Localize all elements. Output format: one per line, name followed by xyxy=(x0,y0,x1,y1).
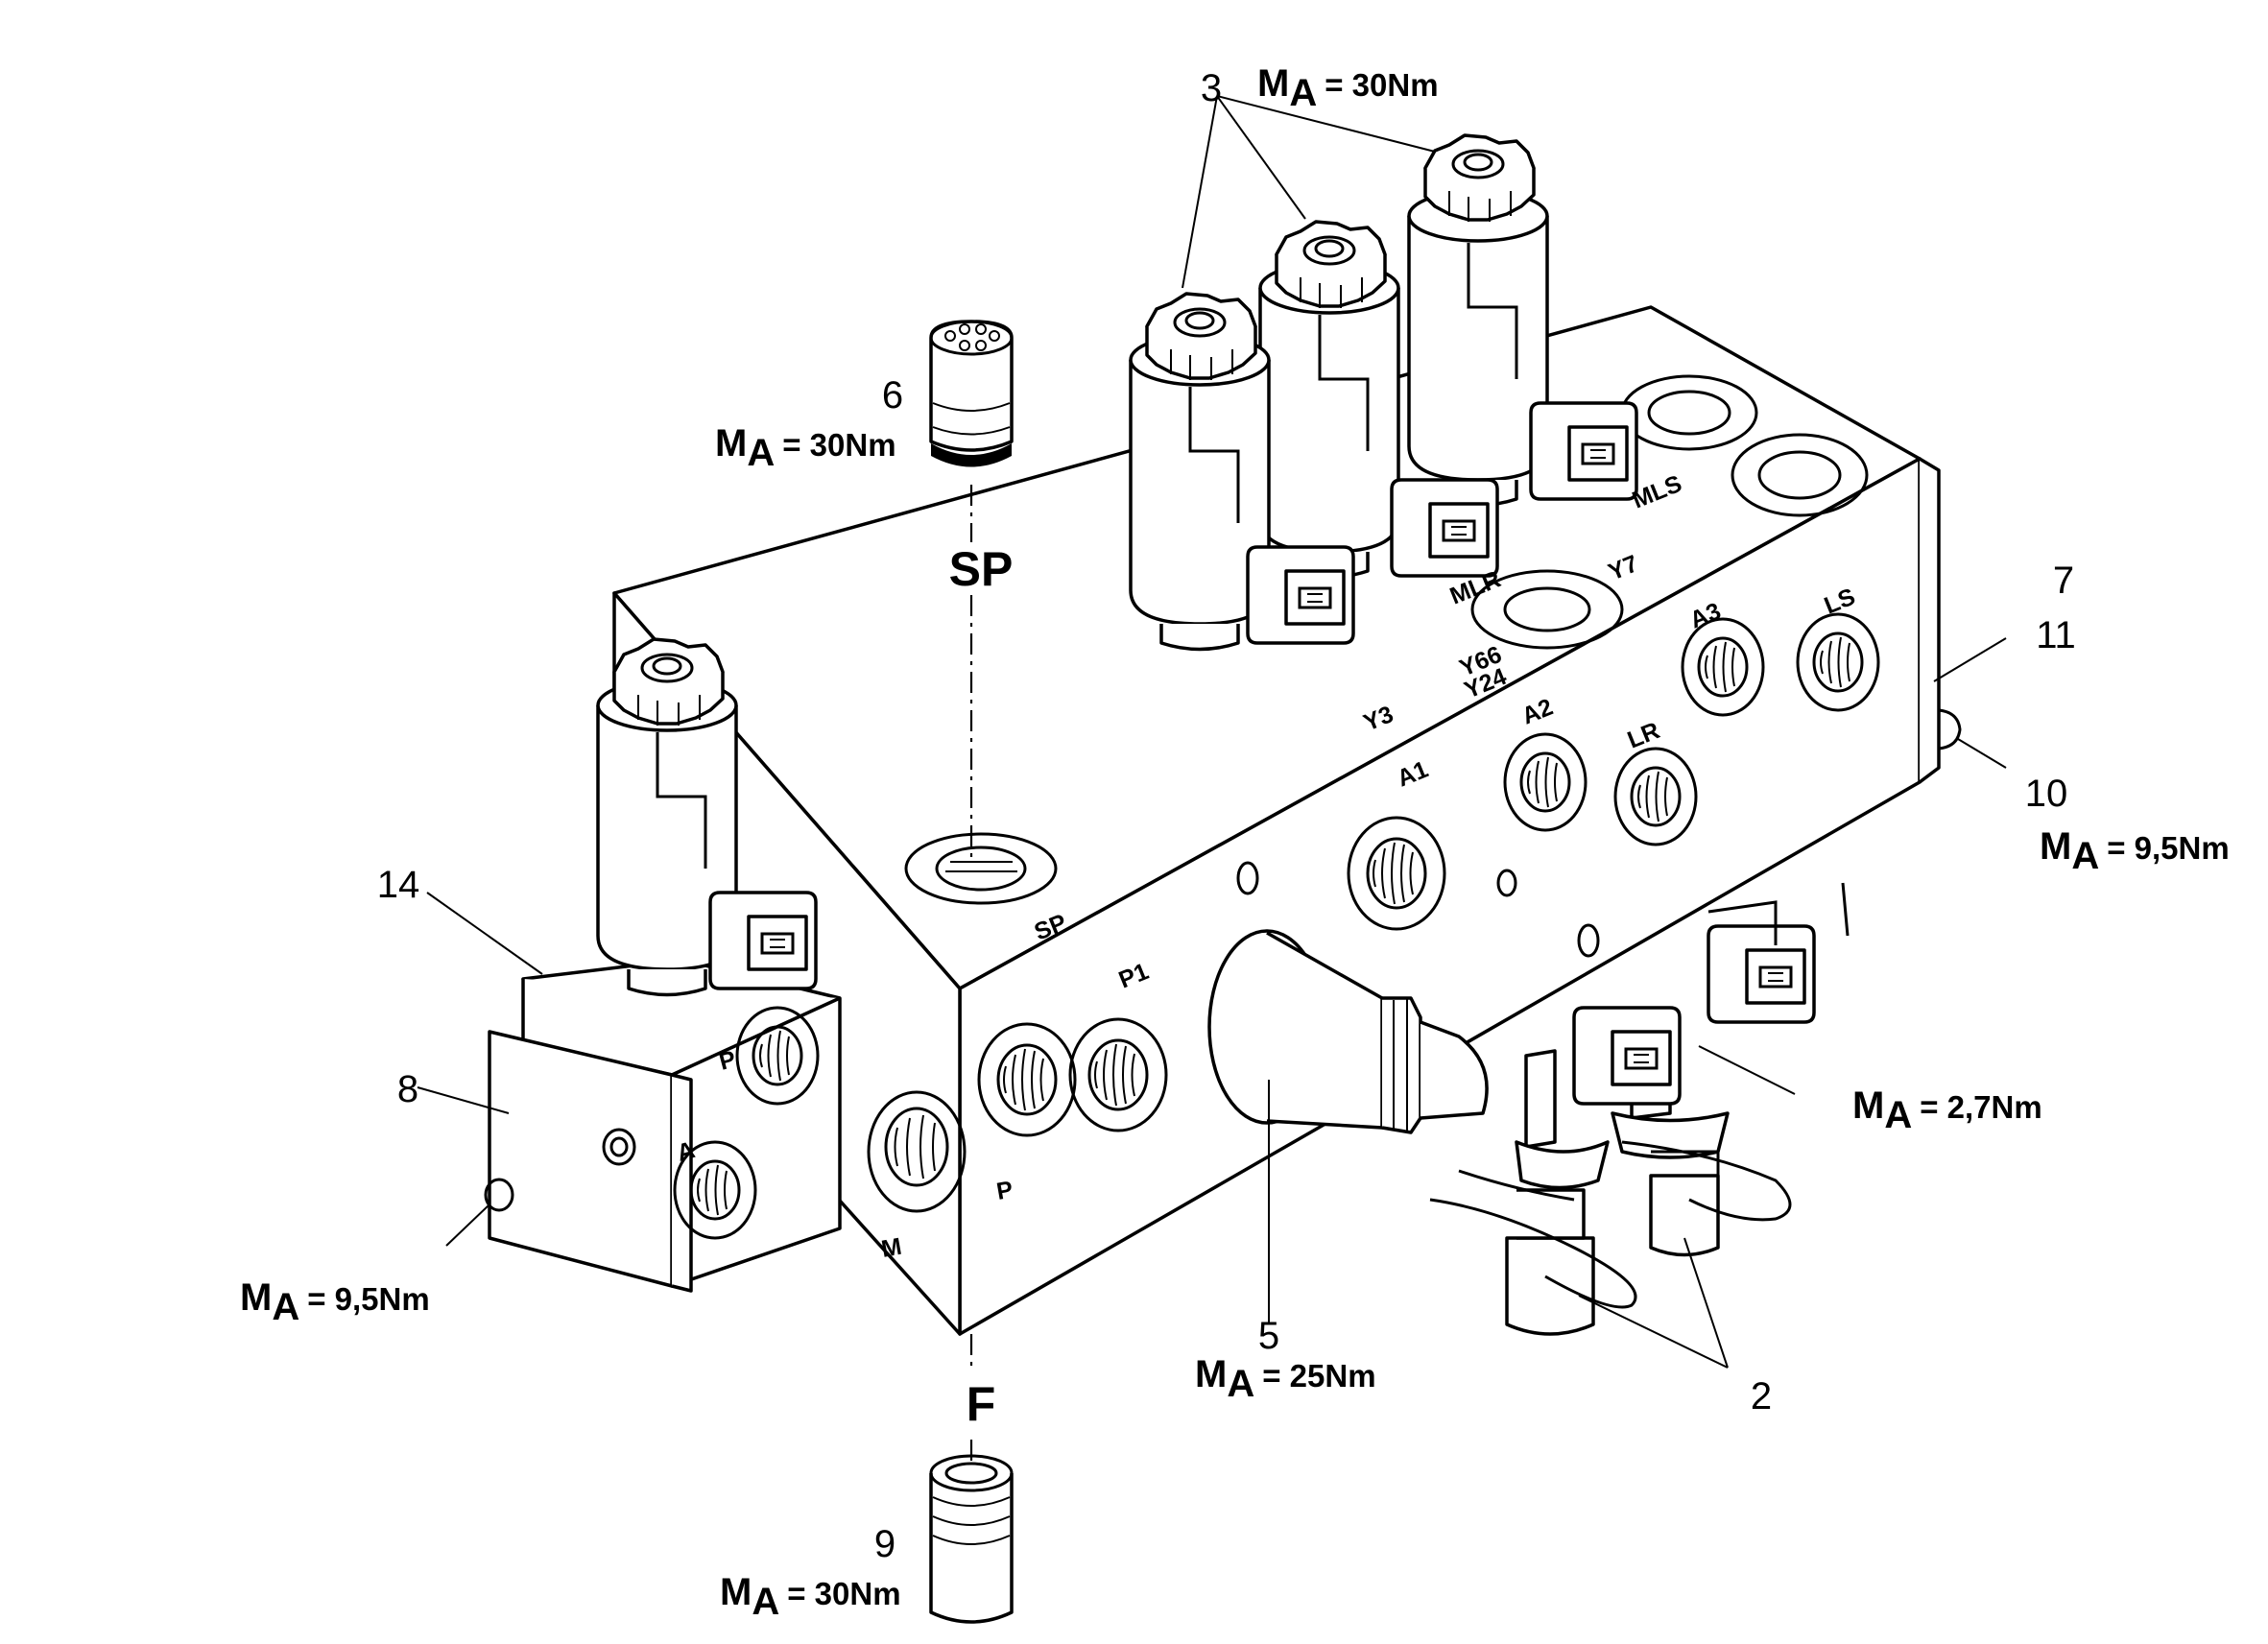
connectors-2 xyxy=(1572,882,1850,1106)
torque-6: MA= 30Nm xyxy=(715,422,896,474)
torque-10: MA= 9,5Nm xyxy=(2040,825,2230,877)
torque-9: MA= 30Nm xyxy=(720,1571,901,1623)
torque-8: MA= 9,5Nm xyxy=(240,1276,430,1328)
plug-6 xyxy=(929,320,1014,467)
fittings-2 xyxy=(1429,1049,1792,1336)
axis-label-f: F xyxy=(967,1377,996,1431)
callout-7: 7 xyxy=(2053,560,2074,602)
callout-3: 3 xyxy=(1201,67,1222,109)
port-label-p: P xyxy=(994,1176,1015,1204)
callout-2: 2 xyxy=(1751,1375,1772,1418)
callout-5: 5 xyxy=(1258,1315,1279,1357)
torque-3: MA= 30Nm xyxy=(1257,62,1439,114)
port-m xyxy=(867,1090,967,1213)
callout-14: 14 xyxy=(377,864,420,906)
callout-10: 10 xyxy=(2025,773,2068,815)
plug-9 xyxy=(929,1454,1014,1624)
callout-numbers: 3 6 7 11 10 14 8 5 2 9 xyxy=(377,67,2076,1565)
callout-8: 8 xyxy=(397,1068,418,1110)
cover-plate-8 xyxy=(484,1030,757,1293)
pressure-valve-5 xyxy=(1207,929,1489,1134)
callout-9: 9 xyxy=(874,1523,895,1565)
torque-2: MA= 2,7Nm xyxy=(1852,1084,2042,1136)
torque-5: MA= 25Nm xyxy=(1195,1353,1376,1405)
callout-6: 6 xyxy=(882,374,903,417)
callout-11: 11 xyxy=(2036,614,2076,656)
leader-lines xyxy=(417,95,2007,1369)
axis-label-sp: SP xyxy=(949,542,1014,596)
top-ports xyxy=(904,374,1869,905)
torque-labels: MA= 30Nm MA= 30Nm MA= 9,5Nm MA= 2,7Nm MA… xyxy=(240,62,2230,1623)
port-label-m: M xyxy=(879,1233,903,1263)
port-label-side-p: P xyxy=(716,1045,738,1075)
